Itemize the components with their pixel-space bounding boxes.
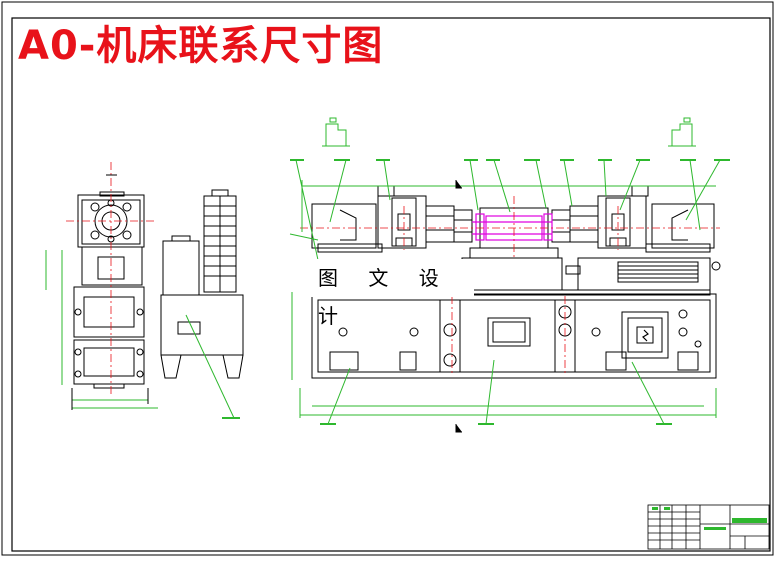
- end-view: [160, 189, 244, 379]
- front-view-centerlines: [300, 196, 720, 376]
- inner-border: [11, 17, 771, 552]
- watermark-label: 图 文 设 计: [296, 259, 474, 328]
- title-block: [647, 504, 770, 550]
- front-view-dimensions: [289, 159, 721, 425]
- workpiece: [472, 213, 553, 241]
- front-view: [299, 185, 721, 379]
- leader-tags: [290, 159, 730, 425]
- end-view-leader: [185, 314, 235, 419]
- side-view-centerlines: [66, 162, 156, 395]
- side-view: [45, 191, 158, 410]
- drawing-title: A0-机床联系尺寸图: [18, 23, 384, 69]
- datum-symbols: [322, 117, 696, 147]
- registration-marks: [455, 180, 462, 433]
